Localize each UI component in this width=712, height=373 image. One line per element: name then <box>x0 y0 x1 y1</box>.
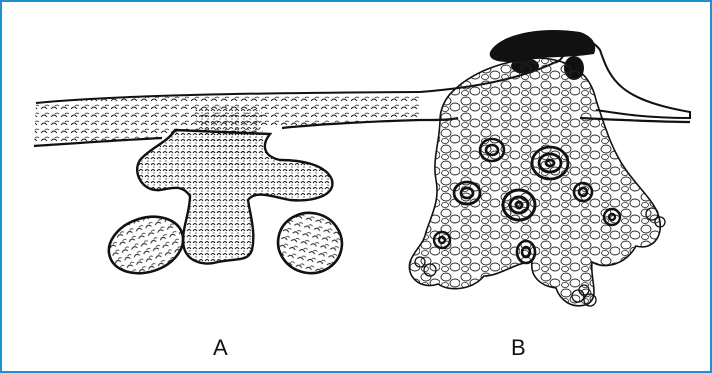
panel-a-drawing <box>34 92 420 282</box>
panel-a-island-left <box>102 208 191 283</box>
panel-b-drawing <box>409 30 690 306</box>
panel-a-island-right <box>272 207 347 279</box>
panel-b-mass <box>409 58 660 306</box>
panel-a-label: A <box>213 337 228 359</box>
panel-b-label: B <box>511 337 526 359</box>
panel-b-crust <box>490 30 595 62</box>
